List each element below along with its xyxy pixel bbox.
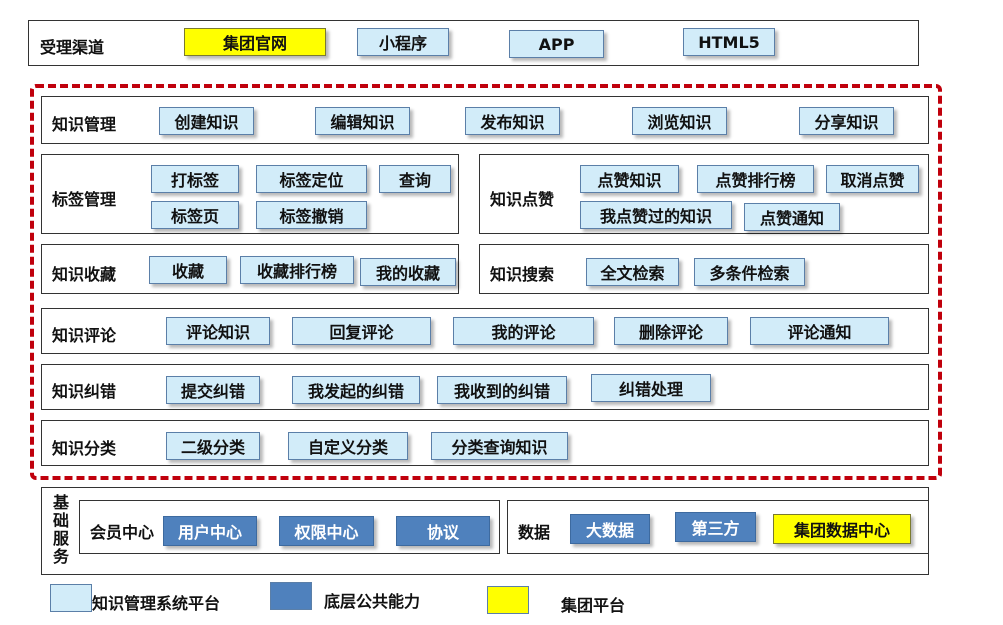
knowledge-platform-boundary [30, 84, 942, 480]
member-center-label: 会员中心 [90, 523, 155, 542]
channels-row [28, 20, 919, 66]
tag-mgmt-label: 标签管理 [52, 190, 117, 209]
user-center-box: 用户中心 [163, 516, 257, 546]
tag-query-box: 查询 [379, 165, 451, 193]
correction-handling-box: 纠错处理 [591, 374, 711, 402]
favorite-ranking-box: 收藏排行榜 [240, 256, 354, 284]
favorite-box: 收藏 [149, 256, 227, 284]
comment-knowledge-box: 评论知识 [166, 317, 270, 345]
like-notification-box: 点赞通知 [744, 203, 840, 231]
category-query-box: 分类查询知识 [431, 432, 568, 460]
legend-label-km-platform: 知识管理系统平台 [92, 594, 221, 613]
channel-html5: HTML5 [683, 28, 775, 56]
big-data-box: 大数据 [570, 514, 650, 544]
group-data-center-box: 集团数据中心 [773, 514, 911, 544]
legend-swatch-base-capability [270, 582, 312, 610]
knowledge-mgmt-label: 知识管理 [52, 115, 117, 134]
channels-label: 受理渠道 [40, 38, 105, 57]
agreement-box: 协议 [396, 516, 490, 546]
knowledge-search-label: 知识搜索 [490, 265, 555, 284]
browse-knowledge-box: 浏览知识 [632, 107, 727, 135]
legend-swatch-km-platform [50, 584, 92, 612]
multi-condition-search-box: 多条件检索 [694, 258, 805, 286]
permission-center-box: 权限中心 [279, 516, 374, 546]
knowledge-category-label: 知识分类 [52, 439, 117, 458]
share-knowledge-box: 分享知识 [799, 107, 894, 135]
legend-swatch-group-platform [487, 586, 529, 614]
reply-comment-box: 回复评论 [292, 317, 431, 345]
knowledge-comment-label: 知识评论 [52, 326, 117, 345]
base-services-label-text: 基础服务 [52, 493, 69, 566]
tag-page-box: 标签页 [151, 201, 239, 229]
knowledge-fav-label: 知识收藏 [52, 265, 117, 284]
my-favorites-box: 我的收藏 [360, 258, 456, 286]
tag-revoke-box: 标签撤销 [256, 201, 367, 229]
comment-notification-box: 评论通知 [750, 317, 889, 345]
tag-locate-box: 标签定位 [256, 165, 367, 193]
knowledge-like-label: 知识点赞 [490, 190, 555, 209]
my-received-corrections-box: 我收到的纠错 [437, 376, 567, 404]
like-ranking-box: 点赞排行榜 [697, 165, 814, 193]
create-knowledge-box: 创建知识 [159, 107, 254, 135]
tagging-box: 打标签 [151, 165, 239, 193]
fulltext-search-box: 全文检索 [586, 258, 679, 286]
base-services-label: 基础服务 [52, 494, 72, 566]
data-label: 数据 [518, 523, 551, 542]
channel-mini-program: 小程序 [357, 28, 449, 56]
publish-knowledge-box: 发布知识 [465, 107, 560, 135]
third-party-box: 第三方 [675, 512, 756, 542]
knowledge-correct-label: 知识纠错 [52, 382, 117, 401]
my-liked-knowledge-box: 我点赞过的知识 [580, 201, 732, 229]
channel-group-website: 集团官网 [184, 28, 326, 56]
legend-label-base-capability: 底层公共能力 [324, 592, 421, 611]
edit-knowledge-box: 编辑知识 [315, 107, 410, 135]
my-comments-box: 我的评论 [453, 317, 594, 345]
custom-category-box: 自定义分类 [288, 432, 408, 460]
my-initiated-corrections-box: 我发起的纠错 [292, 376, 420, 404]
like-knowledge-box: 点赞知识 [580, 165, 679, 193]
legend-label-group-platform: 集团平台 [561, 596, 626, 615]
delete-comment-box: 删除评论 [614, 317, 728, 345]
channel-app: APP [509, 30, 604, 58]
secondary-category-box: 二级分类 [166, 432, 260, 460]
submit-correction-box: 提交纠错 [166, 376, 260, 404]
cancel-like-box: 取消点赞 [826, 165, 919, 193]
